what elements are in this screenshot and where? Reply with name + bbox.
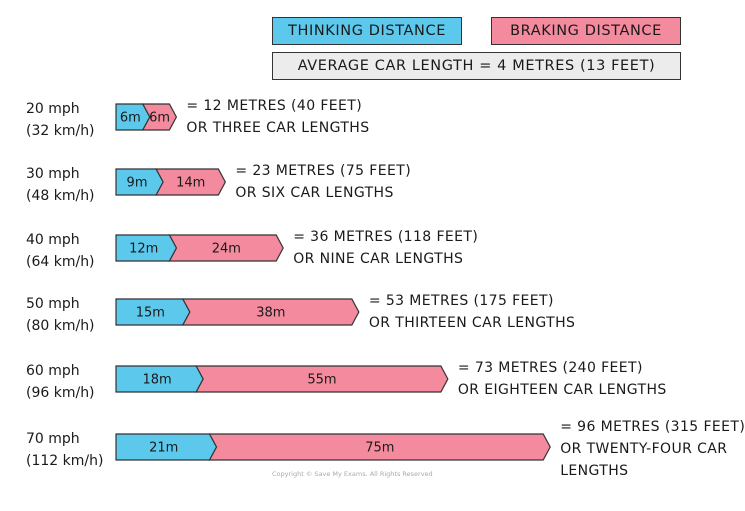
- thinking-distance-label: 9m: [127, 176, 148, 191]
- total-line-3: LENGTHS: [560, 463, 629, 479]
- distance-row: 20 mph (32 km/h) 6m 6m = 12 METRES (40 FEET)…: [0, 98, 712, 146]
- speed-mph: 20 mph: [26, 101, 80, 117]
- total-line-1: = 12 METRES (40 FEET): [186, 98, 363, 114]
- distance-row: 50 mph (80 km/h) 15m 38m = 53 METRES (175 FE…: [0, 293, 712, 341]
- distance-bars: 18m 55m: [115, 365, 449, 393]
- total-line-2: OR EIGHTEEN CAR LENGTHS: [457, 382, 667, 398]
- total-stopping-distance: = 73 METRES (240 FEET) OR EIGHTEEN CAR LE…: [458, 357, 667, 401]
- distance-row: 60 mph (96 km/h) 18m 55m = 73 METRES (240 FE…: [0, 360, 712, 408]
- distance-bars: 15m 38m: [115, 298, 360, 326]
- speed-kmh: (96 km/h): [26, 385, 95, 401]
- total-line-1: = 96 METRES (315 FEET): [560, 419, 745, 435]
- speed-label: 30 mph (48 km/h): [26, 163, 95, 207]
- thinking-distance-bar: [115, 433, 218, 461]
- total-line-2: OR THREE CAR LENGTHS: [186, 120, 370, 136]
- thinking-distance-label: 21m: [149, 441, 178, 456]
- distance-bars: 9m 14m: [115, 168, 227, 196]
- speed-label: 40 mph (64 km/h): [26, 229, 95, 273]
- thinking-distance-bar: [115, 234, 178, 262]
- distance-bars: 12m 24m: [115, 234, 284, 262]
- braking-distance-label: 14m: [176, 176, 205, 191]
- thinking-distance-bar: [115, 298, 191, 326]
- speed-mph: 40 mph: [26, 232, 80, 248]
- total-line-1: = 23 METRES (75 FEET): [235, 163, 412, 179]
- distance-row: 30 mph (48 km/h) 9m 14m = 23 METRES (75 FEET…: [0, 163, 712, 211]
- distance-bars: 6m 6m: [115, 103, 178, 131]
- thinking-distance-label: 6m: [120, 111, 141, 126]
- total-line-2: OR THIRTEEN CAR LENGTHS: [368, 315, 576, 331]
- total-stopping-distance: = 23 METRES (75 FEET) OR SIX CAR LENGTHS: [235, 160, 411, 204]
- total-stopping-distance: = 36 METRES (118 FEET) OR NINE CAR LENGTH…: [293, 226, 478, 270]
- thinking-distance-bar: [115, 168, 164, 196]
- legend-average-car-length: AVERAGE CAR LENGTH = 4 METRES (13 FEET): [272, 52, 681, 80]
- speed-label: 60 mph (96 km/h): [26, 360, 95, 404]
- speed-label: 70 mph (112 km/h): [26, 428, 103, 472]
- speed-label: 50 mph (80 km/h): [26, 293, 95, 337]
- distance-row: 40 mph (64 km/h) 12m 24m = 36 METRES (118 FE…: [0, 229, 712, 277]
- total-line-2: OR TWENTY-FOUR CAR: [560, 441, 728, 457]
- total-line-2: OR SIX CAR LENGTHS: [235, 185, 394, 201]
- speed-mph: 70 mph: [26, 431, 80, 447]
- braking-distance-label: 24m: [212, 242, 241, 257]
- total-line-2: OR NINE CAR LENGTHS: [293, 251, 464, 267]
- distance-row: 70 mph (112 km/h) 21m 75m = 96 METRES (315 F…: [0, 419, 745, 479]
- distance-bars: 21m 75m: [115, 433, 551, 461]
- speed-label: 20 mph (32 km/h): [26, 98, 95, 142]
- total-stopping-distance: = 96 METRES (315 FEET) OR TWENTY-FOUR CAR…: [560, 416, 745, 482]
- speed-mph: 30 mph: [26, 166, 80, 182]
- thinking-distance-label: 15m: [136, 306, 165, 321]
- braking-distance-label: 75m: [365, 441, 394, 456]
- speed-mph: 60 mph: [26, 363, 80, 379]
- copyright-note: Copyright © Save My Exams. All Rights Re…: [272, 470, 433, 478]
- speed-kmh: (48 km/h): [26, 188, 95, 204]
- speed-kmh: (64 km/h): [26, 254, 95, 270]
- total-stopping-distance: = 53 METRES (175 FEET) OR THIRTEEN CAR LE…: [369, 290, 575, 334]
- braking-distance-label: 38m: [256, 306, 285, 321]
- legend-thinking-distance: THINKING DISTANCE: [272, 17, 462, 45]
- speed-kmh: (32 km/h): [26, 123, 95, 139]
- legend-braking-distance: BRAKING DISTANCE: [491, 17, 681, 45]
- total-line-1: = 53 METRES (175 FEET): [368, 293, 554, 309]
- thinking-distance-label: 12m: [129, 242, 158, 257]
- speed-mph: 50 mph: [26, 296, 80, 312]
- thinking-distance-label: 18m: [142, 373, 171, 388]
- total-stopping-distance: = 12 METRES (40 FEET) OR THREE CAR LENGTH…: [186, 95, 369, 139]
- thinking-distance-bar: [115, 103, 151, 131]
- total-line-1: = 73 METRES (240 FEET): [457, 360, 643, 376]
- speed-kmh: (80 km/h): [26, 318, 95, 334]
- speed-kmh: (112 km/h): [26, 453, 104, 469]
- braking-distance-label: 55m: [307, 373, 336, 388]
- thinking-distance-bar: [115, 365, 204, 393]
- total-line-1: = 36 METRES (118 FEET): [293, 229, 479, 245]
- braking-distance-label: 6m: [149, 111, 170, 126]
